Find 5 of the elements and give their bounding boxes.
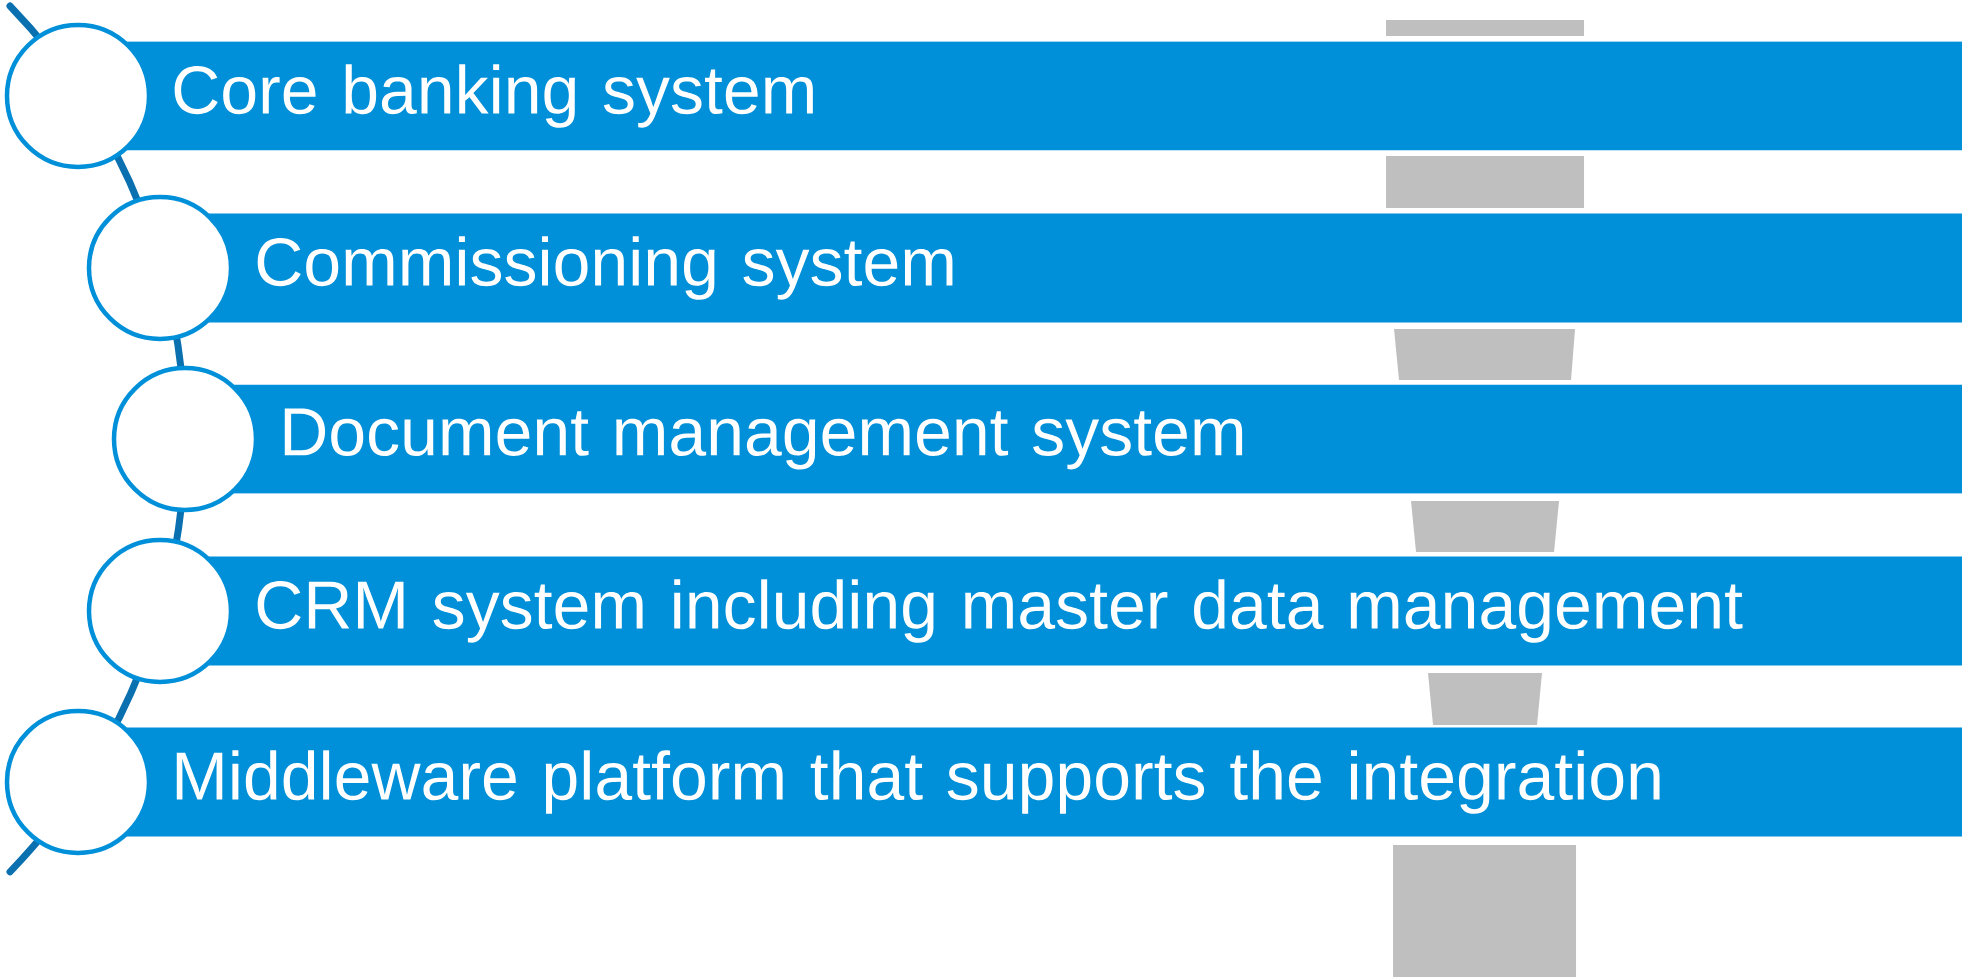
banner-bar: Middleware platform that supports the integration xyxy=(4,708,1962,856)
banner-bar: Commissioning system xyxy=(86,194,1962,342)
banner-bar: CRM system including master data management xyxy=(86,537,1962,685)
banner-bar: Core banking system xyxy=(4,22,1962,170)
banner-bar: Document management system xyxy=(111,365,1962,513)
